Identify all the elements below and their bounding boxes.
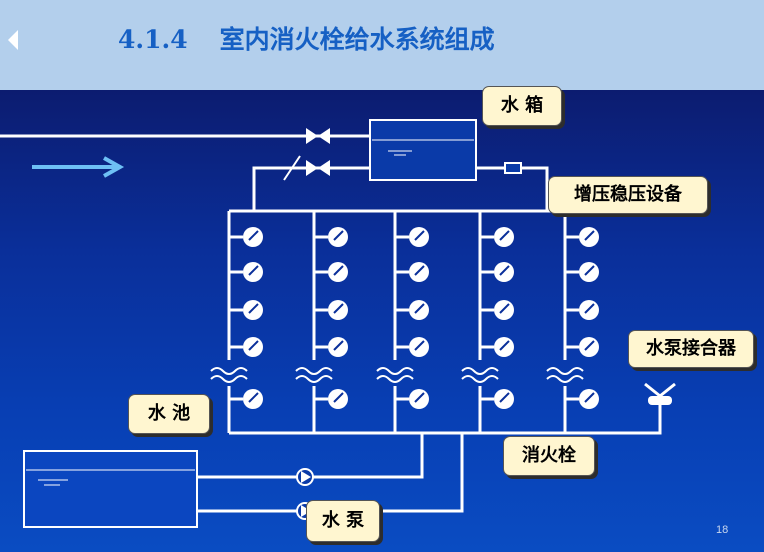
booster-pipe xyxy=(476,166,549,211)
hydrant-nozzle xyxy=(414,230,425,241)
break-mark xyxy=(546,375,584,383)
section-title: 室内消火栓给水系统组成 xyxy=(219,25,495,54)
hydrant-nozzle xyxy=(499,265,510,276)
pump-adapter-icon xyxy=(644,382,676,405)
hydrant-nozzle xyxy=(414,303,425,314)
section-number: 4.1.4 xyxy=(118,25,188,54)
pipe-network xyxy=(210,209,599,435)
hydrant-nozzle xyxy=(248,340,259,351)
hydrant-nozzle xyxy=(584,230,595,241)
page-number: 18 xyxy=(716,524,729,536)
hydrant-nozzle xyxy=(414,265,425,276)
break-mark xyxy=(376,375,414,383)
break-mark xyxy=(546,367,584,375)
adapter-pipe xyxy=(566,405,662,435)
gate-valve-icon xyxy=(306,128,330,144)
header-bar: 4.1.4 室内消火栓给水系统组成 xyxy=(0,0,764,90)
break-mark xyxy=(210,367,248,375)
hydrant-nozzle xyxy=(584,265,595,276)
water-tank xyxy=(369,119,477,181)
hydrant-nozzle xyxy=(248,392,259,403)
hydrant-nozzle xyxy=(499,230,510,241)
hydrant-nozzle xyxy=(333,230,344,241)
break-mark xyxy=(461,367,499,375)
hydrant-nozzle xyxy=(333,303,344,314)
hydrant-nozzle xyxy=(584,340,595,351)
pump-adapter-callout: 水泵接合器 xyxy=(628,330,754,368)
pool-callout: 水 池 xyxy=(128,394,210,434)
booster-device xyxy=(504,162,522,174)
hydrant-nozzle xyxy=(414,340,425,351)
pump-icon xyxy=(296,468,314,486)
break-mark xyxy=(376,367,414,375)
break-mark xyxy=(461,375,499,383)
hydrant-nozzle xyxy=(333,340,344,351)
hydrant-callout: 消火栓 xyxy=(503,436,595,476)
page-title: 4.1.4 室内消火栓给水系统组成 xyxy=(118,20,495,56)
tank-callout: 水 箱 xyxy=(482,86,562,126)
booster-callout: 增压稳压设备 xyxy=(548,176,708,214)
break-mark xyxy=(295,375,333,383)
hydrant-nozzle xyxy=(584,392,595,403)
break-mark xyxy=(210,375,248,383)
hydrant-nozzle xyxy=(414,392,425,403)
hydrant-nozzle xyxy=(333,265,344,276)
hydrant-nozzle xyxy=(248,303,259,314)
check-valve-icon xyxy=(283,155,330,181)
hydrant-nozzle xyxy=(584,303,595,314)
pump-callout: 水 泵 xyxy=(306,500,380,542)
hydrant-nozzle xyxy=(499,392,510,403)
flow-arrow-icon xyxy=(32,156,125,178)
tank-outlet-pipe xyxy=(252,166,370,211)
hydrant-nozzle xyxy=(499,340,510,351)
break-mark xyxy=(295,367,333,375)
water-pool xyxy=(23,450,198,528)
hydrant-nozzle xyxy=(333,392,344,403)
pump-suction-pipe-1 xyxy=(197,433,424,479)
hydrant-nozzle xyxy=(499,303,510,314)
back-arrow-icon[interactable] xyxy=(8,30,18,50)
hydrant-nozzle xyxy=(248,230,259,241)
pump-suction-pipe-2 xyxy=(197,433,464,513)
hydrant-nozzle xyxy=(248,265,259,276)
